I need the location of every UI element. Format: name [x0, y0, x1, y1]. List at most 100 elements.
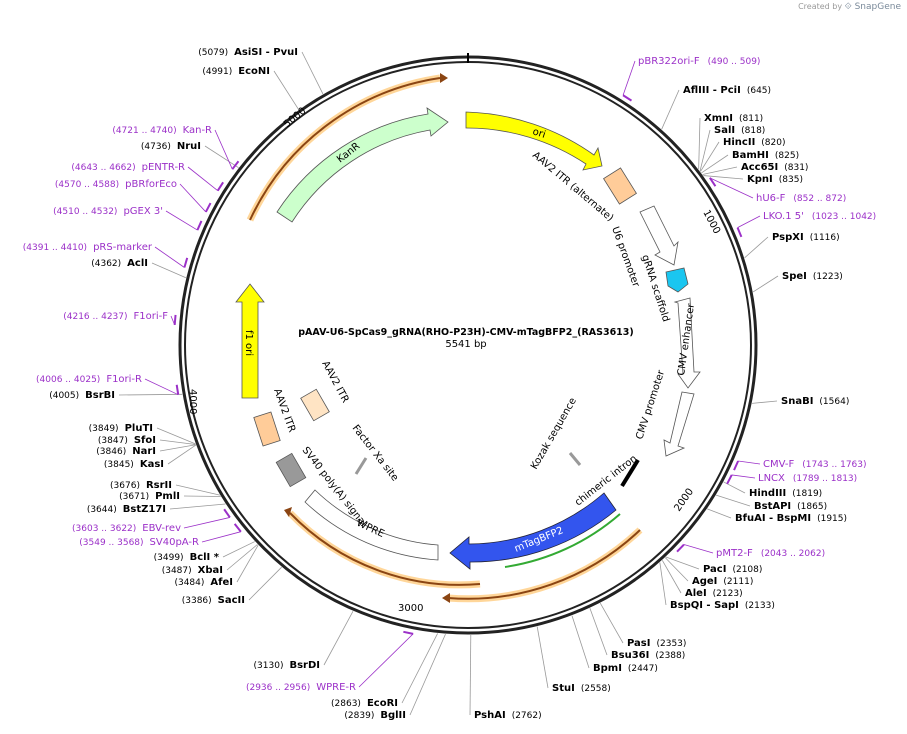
enzyme-label[interactable]: KpnI(835)	[747, 174, 803, 185]
enzyme-label[interactable]: (3499)BclI *	[154, 552, 220, 563]
enzyme-label[interactable]: Acc65I(831)	[741, 162, 808, 173]
enzyme-label[interactable]: Bsu36I(2388)	[611, 650, 685, 661]
feature-aav2-itr-1[interactable]	[253, 411, 281, 447]
primer-label[interactable]: (3603 .. 3622)EBV-rev	[72, 523, 181, 534]
enzyme-leader-line	[273, 70, 299, 110]
enzyme-label[interactable]: (4005)BsrBI	[49, 390, 115, 401]
primer-label[interactable]: (4721 .. 4740)Kan-R	[112, 125, 212, 136]
feature-sv40-polya[interactable]	[275, 452, 307, 488]
primer-name: Kan-R	[183, 125, 212, 136]
enzyme-name: NruI	[177, 141, 201, 152]
enzyme-label[interactable]: StuI(2558)	[552, 683, 611, 694]
enzyme-name: HincII	[723, 137, 755, 148]
feature-aav2-itr-2[interactable]	[300, 388, 330, 422]
feature-cmv-enhancer[interactable]	[673, 297, 701, 389]
feature-cmv-promoter[interactable]	[663, 391, 695, 457]
enzyme-label[interactable]: BspQI - SapI(2133)	[670, 600, 775, 611]
primer-name: F1ori-F	[134, 311, 169, 322]
enzyme-label[interactable]: (3644)BstZ17I	[87, 504, 166, 515]
enzyme-label[interactable]: BamHI(825)	[732, 150, 799, 161]
enzyme-name: BstAPI	[754, 501, 791, 512]
primer-name: LKO.1 5'	[763, 211, 804, 222]
feature-factor-xa-mark[interactable]	[354, 457, 368, 475]
enzyme-label[interactable]: AleI(2123)	[685, 588, 743, 599]
primer-label[interactable]: pBR322ori-F(490 .. 509)	[638, 56, 760, 67]
primer-label[interactable]: LNCX(1789 .. 1813)	[758, 473, 857, 484]
primer-label[interactable]: (4643 .. 4662)pENTR-R	[71, 162, 185, 173]
enzyme-label[interactable]: (4736)NruI	[141, 141, 201, 152]
primer-label[interactable]: hU6-F(852 .. 872)	[756, 193, 846, 204]
enzyme-label[interactable]: (3487)XbaI	[162, 565, 223, 576]
feature-chimeric-intron-bar[interactable]	[620, 458, 640, 488]
enzyme-position: (2863)	[331, 699, 361, 709]
enzyme-label[interactable]: XmnI(811)	[704, 113, 763, 124]
enzyme-label[interactable]: BstAPI(1865)	[754, 501, 827, 512]
feature-grna-label: gRNA scaffold	[639, 254, 671, 324]
feature-grna-scaffold[interactable]	[665, 267, 689, 293]
enzyme-label[interactable]: PspXI(1116)	[772, 232, 840, 243]
feature-wpre[interactable]	[304, 489, 439, 561]
primer-tick	[204, 202, 212, 213]
feature-aav2-itr-2-label: AAV2 ITR	[319, 359, 350, 405]
primer-label[interactable]: (4570 .. 4588)pBRforEco	[55, 179, 177, 190]
enzyme-name: KpnI	[747, 174, 773, 185]
primer-tick	[676, 543, 685, 553]
enzyme-label[interactable]: SnaBI(1564)	[781, 396, 849, 407]
feature-aav2-itr-alt-label: AAV2 ITR (alternate)	[530, 150, 615, 224]
primer-name: pMT2-F	[716, 548, 753, 559]
feature-ori[interactable]	[465, 111, 603, 171]
enzyme-name: XmnI	[704, 113, 733, 124]
enzyme-label[interactable]: PasI(2353)	[627, 638, 686, 649]
feature-u6-promoter[interactable]	[639, 205, 679, 266]
enzyme-label[interactable]: PacI(2108)	[703, 564, 762, 575]
primer-label[interactable]: (4391 .. 4410)pRS-marker	[23, 242, 153, 253]
enzyme-label[interactable]: HindIII(1819)	[749, 488, 822, 499]
enzyme-label[interactable]: (3847)SfoI	[98, 435, 156, 446]
primer-label[interactable]: (3549 .. 3568)SV40pA-R	[79, 537, 199, 548]
feature-kozak-mark[interactable]	[568, 452, 582, 466]
primer-label[interactable]: (4216 .. 4237)F1ori-F	[63, 311, 168, 322]
primer-name: pENTR-R	[142, 162, 185, 173]
primer-name: F1ori-R	[106, 374, 142, 385]
enzyme-label[interactable]: (3130)BsrDI	[254, 660, 320, 671]
primer-label[interactable]: CMV-F(1743 .. 1763)	[763, 459, 867, 470]
enzyme-label[interactable]: (3849)PluTI	[89, 423, 153, 434]
enzyme-label[interactable]: BpmI(2447)	[593, 663, 658, 674]
enzyme-label[interactable]: PshAI(2762)	[474, 710, 542, 721]
primer-range: (1789 .. 1813)	[793, 474, 857, 484]
enzyme-label[interactable]: SalI(818)	[714, 125, 765, 136]
enzyme-label[interactable]: (3676)RsrII	[110, 480, 172, 491]
feature-f1-ori[interactable]	[235, 283, 265, 399]
enzyme-label[interactable]: (5079)AsiSI - PvuI	[198, 47, 298, 58]
enzyme-label[interactable]: AgeI(2111)	[692, 576, 753, 587]
enzyme-label[interactable]: (4362)AclI	[91, 258, 148, 269]
enzyme-position: (3487)	[162, 566, 192, 576]
primer-label[interactable]: pMT2-F(2043 .. 2062)	[716, 548, 825, 559]
feature-aav2-itr-alternate[interactable]	[603, 167, 637, 205]
enzyme-label[interactable]: (3484)AfeI	[174, 577, 233, 588]
enzyme-label[interactable]: (2839)BglII	[344, 710, 406, 721]
feature-mtagbfp2[interactable]	[449, 492, 617, 570]
enzyme-label[interactable]: AflIII - PciI(645)	[683, 85, 771, 96]
snapgene-credit: Created by ⟐ SnapGene	[798, 2, 901, 12]
primer-name: pBRforEco	[125, 179, 177, 190]
primer-tick	[709, 177, 717, 187]
enzyme-label[interactable]: (3386)SacII	[182, 595, 245, 606]
primer-range: (3603 .. 3622)	[72, 524, 136, 534]
primer-label[interactable]: (4510 .. 4532)pGEX 3'	[53, 206, 163, 217]
feature-kanr[interactable]	[276, 107, 449, 223]
enzyme-label[interactable]: (2863)EcoRI	[331, 698, 398, 709]
enzyme-label[interactable]: HincII(820)	[723, 137, 786, 148]
enzyme-label[interactable]: SpeI(1223)	[782, 271, 843, 282]
enzyme-position: (2762)	[512, 711, 542, 721]
enzyme-label[interactable]: (3671)PmlI	[119, 491, 180, 502]
enzyme-label[interactable]: (3845)KasI	[104, 459, 164, 470]
primer-label[interactable]: (2936 .. 2956)WPRE-R	[246, 682, 356, 693]
primer-label[interactable]: (4006 .. 4025)F1ori-R	[36, 374, 142, 385]
primer-label[interactable]: LKO.1 5'(1023 .. 1042)	[763, 211, 876, 222]
enzyme-label[interactable]: (3846)NarI	[96, 446, 156, 457]
enzyme-leader-line	[661, 560, 682, 594]
enzyme-label[interactable]: (4991)EcoNI	[202, 66, 270, 77]
label-layer: (5079)AsiSI - PvuI (4991)EcoNI (4736)NruI (…	[23, 47, 876, 721]
enzyme-label[interactable]: BfuAI - BspMI(1915)	[735, 513, 847, 524]
